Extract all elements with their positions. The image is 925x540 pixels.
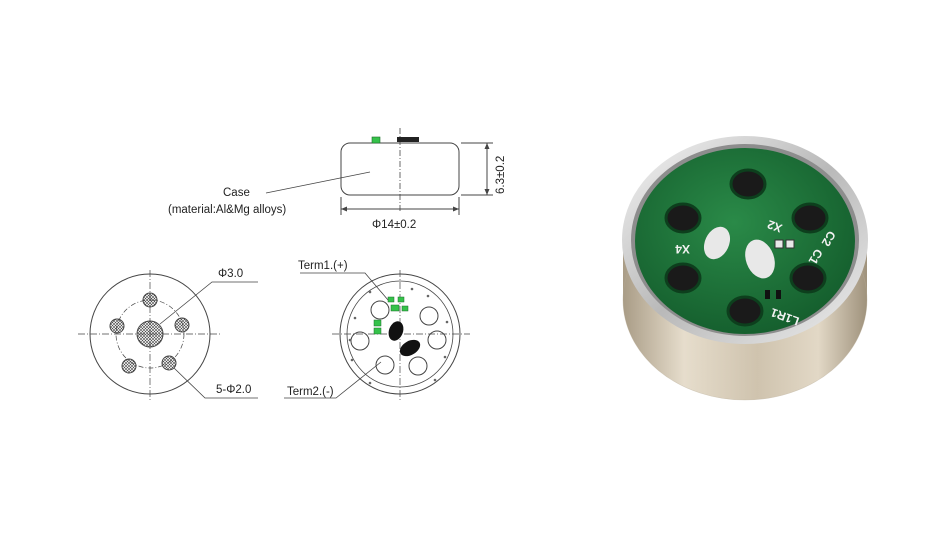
center-hole-leader — [159, 281, 258, 325]
smd-part — [765, 290, 770, 299]
terminal-pad-minus — [399, 339, 421, 357]
pcb-hole — [375, 355, 395, 375]
pitch-circle — [115, 299, 185, 369]
outer-hole — [174, 317, 190, 333]
front-outer-circle — [89, 273, 211, 395]
smd-component — [401, 305, 409, 312]
outer-hole — [109, 318, 125, 334]
smd-component — [373, 327, 382, 335]
outer-hole — [121, 358, 137, 374]
term1-leader — [300, 272, 389, 301]
smd-component — [387, 296, 395, 303]
term2-leader — [284, 361, 382, 399]
pcb-holes — [664, 168, 829, 327]
pcb-hole — [370, 300, 390, 320]
silk-x2: X2 — [765, 217, 784, 235]
outer-holes-dimension-text: 5-Φ2.0 — [216, 384, 251, 396]
terminal-inner-circle — [346, 280, 454, 388]
silk-c2: C2 — [819, 229, 839, 250]
pcb-hole — [427, 330, 447, 350]
center-hole-dimension-text: Φ3.0 — [218, 268, 243, 280]
side-view — [265, 128, 493, 215]
rim-dots — [348, 287, 449, 385]
center-hole — [136, 320, 164, 348]
pcb-hole — [419, 306, 439, 326]
height-dimension-text: 6.3±0.2 — [495, 156, 507, 194]
smd-part — [776, 290, 781, 299]
terminal-view — [284, 270, 470, 400]
solder-pad — [703, 226, 731, 260]
silk-c1: C1 — [806, 247, 826, 268]
case-leader — [265, 171, 371, 194]
terminal-outer-circle — [339, 273, 461, 395]
smd-component — [373, 319, 382, 327]
term1-label: Term1.(+) — [298, 260, 348, 272]
case-material-label: (material:Al&Mg alloys) — [168, 204, 286, 216]
outer-hole-leader — [173, 367, 258, 399]
smd-part — [774, 239, 784, 249]
solder-pad — [745, 239, 775, 279]
smd-component — [397, 296, 405, 303]
outer-hole — [161, 355, 177, 371]
term2-label: Term2.(-) — [287, 386, 334, 398]
diameter-dimension-text: Φ14±0.2 — [372, 219, 416, 231]
top-component-right — [397, 137, 419, 142]
case-label: Case — [223, 187, 250, 199]
terminal-pad-plus — [388, 321, 404, 341]
smd-component — [390, 304, 400, 312]
outer-hole — [142, 292, 158, 308]
silk-x4: X4 — [675, 242, 690, 256]
product-photo: X4 X2 C2 C1 L1R1 — [622, 136, 868, 401]
front-view — [78, 270, 258, 400]
pcb-hole — [350, 331, 370, 351]
pcb-hole — [408, 356, 428, 376]
smd-part — [785, 239, 795, 249]
top-component-left — [371, 136, 381, 144]
